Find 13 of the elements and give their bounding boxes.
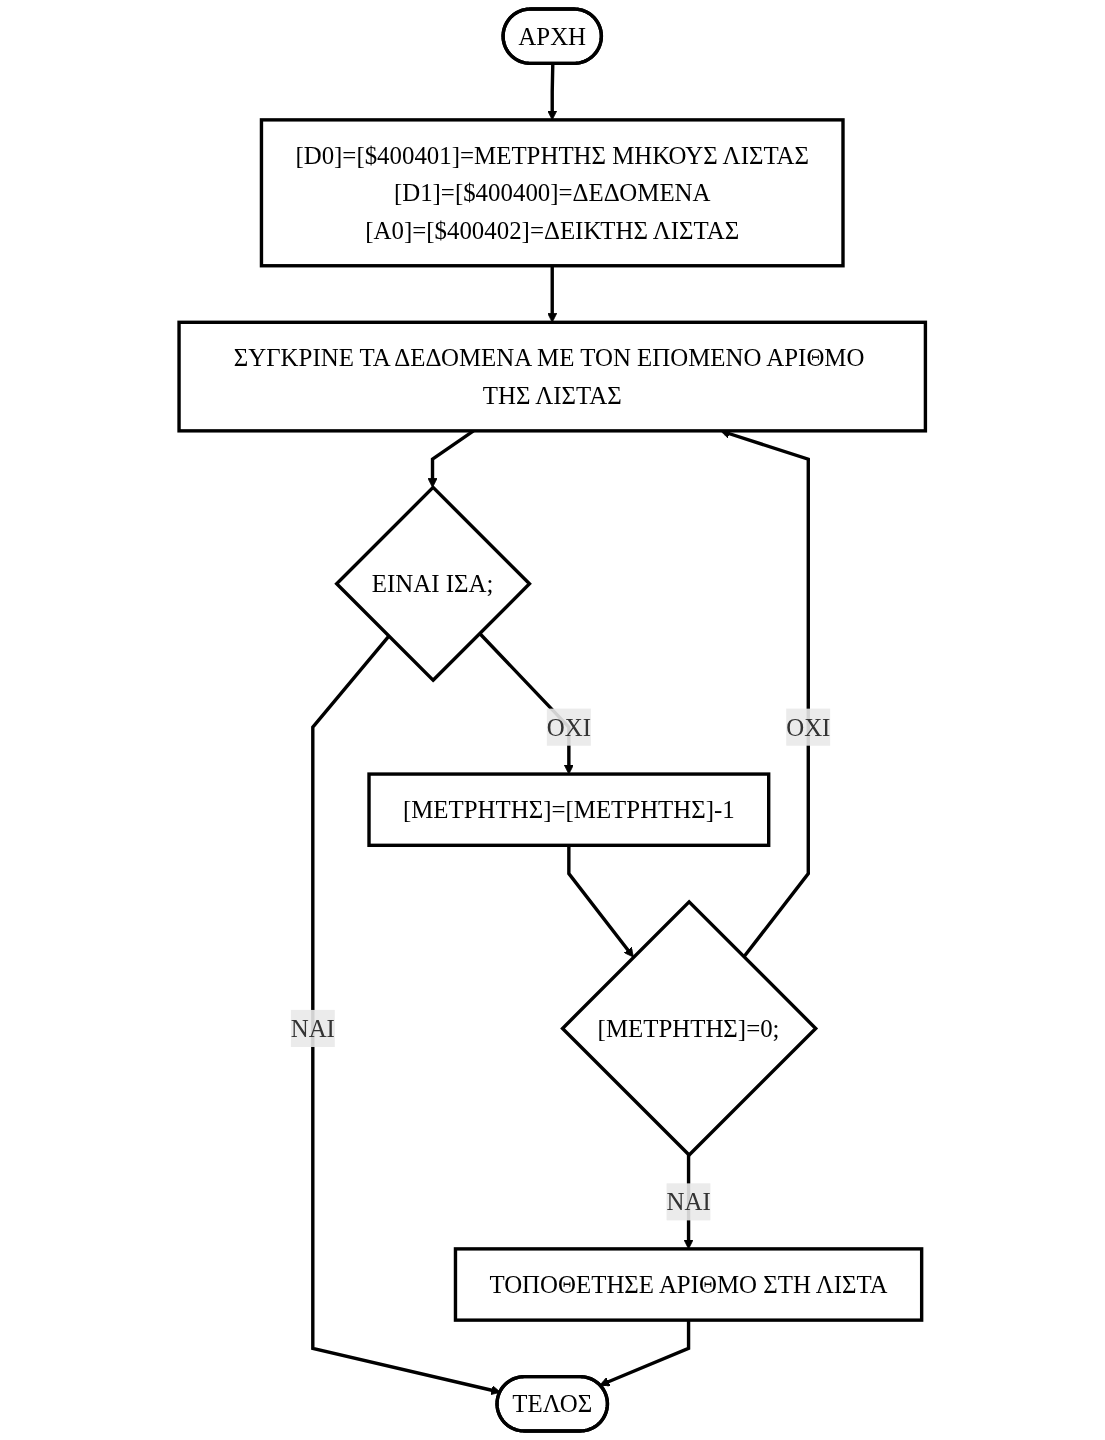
arrow bbox=[599, 1320, 691, 1387]
edge-label: ΝΑΙ bbox=[666, 1187, 711, 1217]
edge-label: ΟΧΙ bbox=[786, 713, 831, 742]
arrow bbox=[547, 265, 558, 323]
arrow bbox=[567, 845, 635, 958]
node-box: ΤΟΠΟΘΕΤΗΣΕ ΑΡΙΘΜΟ ΣΤΗ ΛΙΣΤΑ bbox=[454, 1247, 924, 1322]
node-box: ΣΥΓΚΡΙΝΕ ΤΑ ΔΕΔΟΜΕΝΑ ΜΕ ΤΟΝ ΕΠΟΜΕΝΟ ΑΡΙΘΜΟ ΤΗΣ ΛΙΣΤΑΣ bbox=[177, 320, 928, 433]
edge-label: ΝΑΙ bbox=[290, 1014, 336, 1043]
node-diamond: ΕΙΝΑΙ ΙΣΑ; bbox=[334, 485, 533, 683]
node-box: [ΜΕΤΡΗΤΗΣ]=[ΜΕΤΡΗΤΗΣ]-1 bbox=[367, 772, 771, 847]
edge-label: ΟΧΙ bbox=[547, 713, 592, 742]
node-box: [D0]=[$400401]=ΜΕΤΡΗΤΗΣ ΜΗΚΟΥΣ ΛΙΣΤΑΣ [D1]=[$400400]=ΔΕΔΟΜΕΝΑ [A0]=[$400402]=ΔΕΙΚΤΗΣ ΛΙΣΤΑΣ bbox=[260, 118, 845, 268]
node-diamond: [ΜΕΤΡΗΤΗΣ]=0; bbox=[560, 899, 819, 1158]
